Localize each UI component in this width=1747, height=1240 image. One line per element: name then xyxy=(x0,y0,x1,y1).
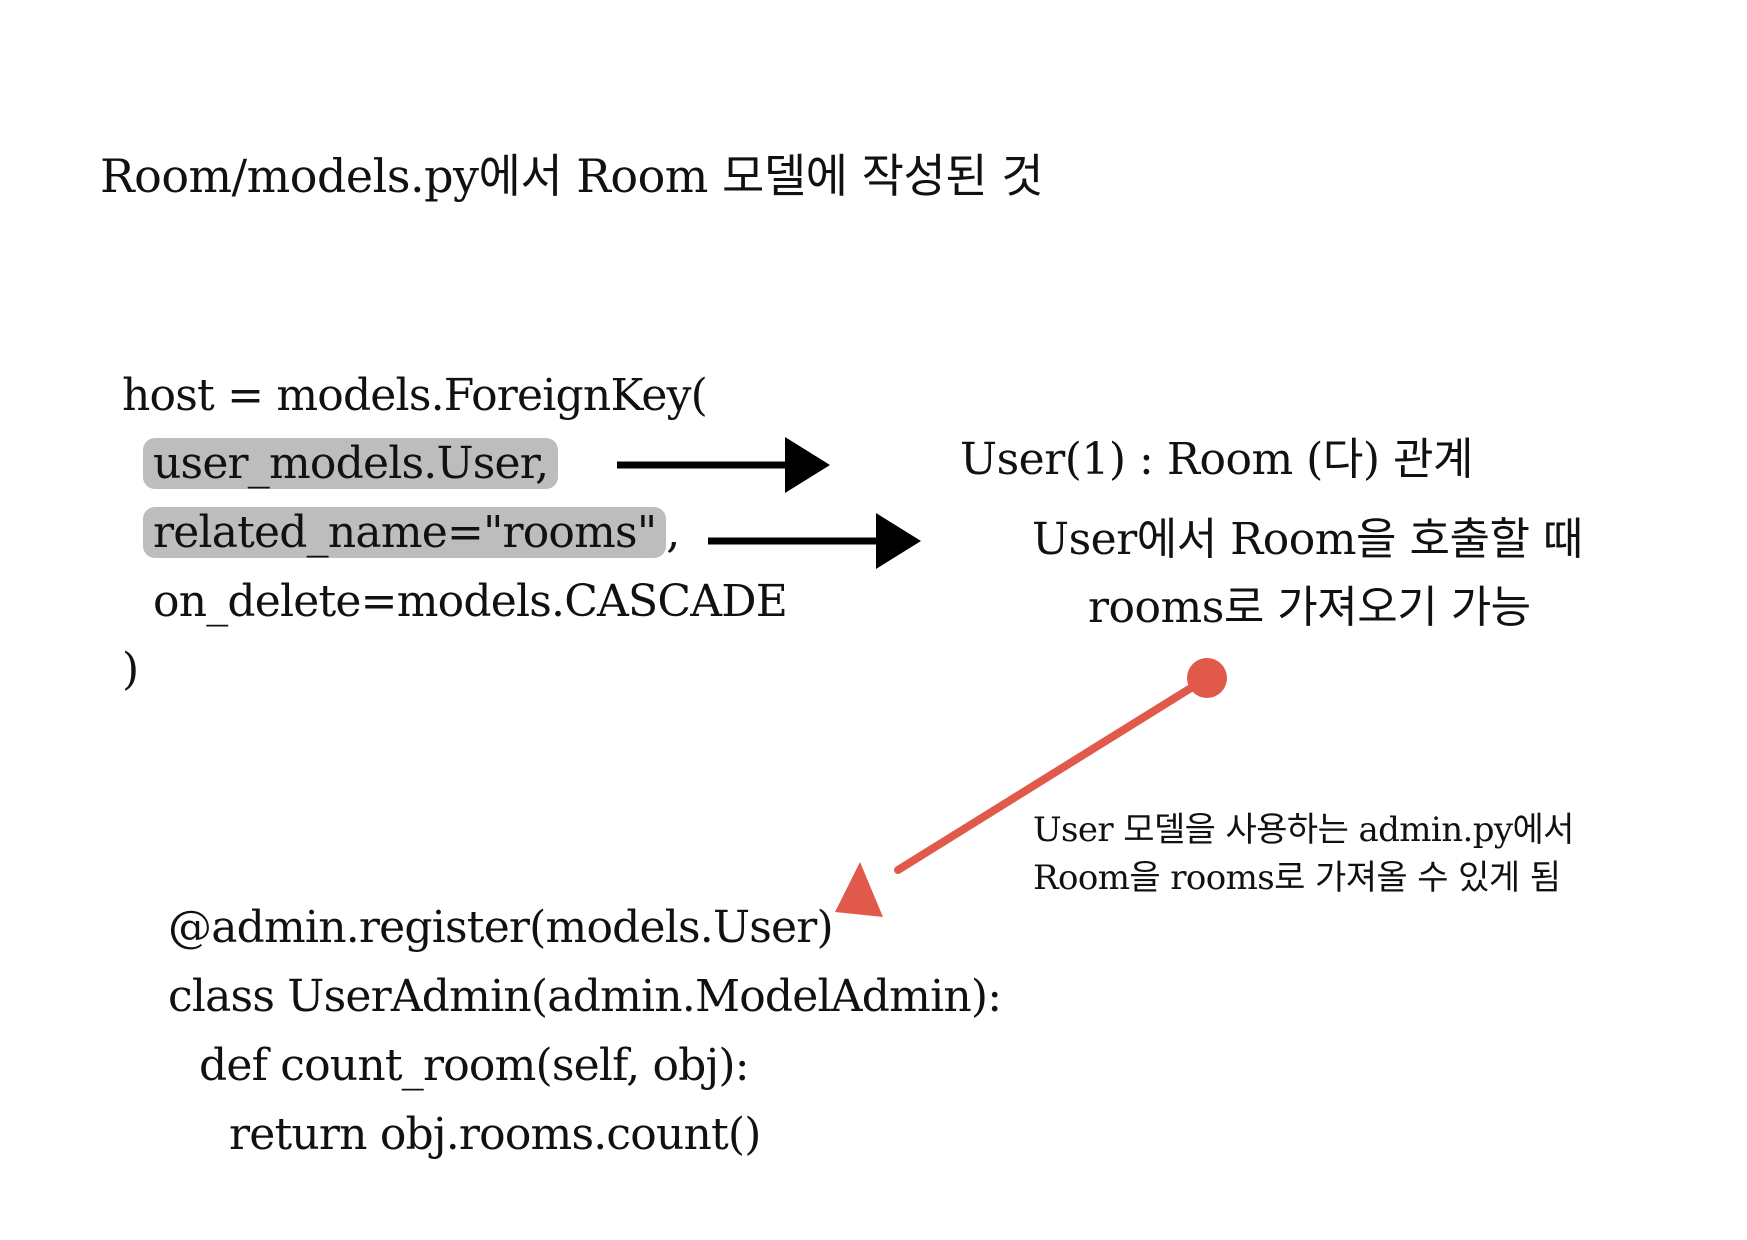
black-arrow-2 xyxy=(708,513,921,569)
admin-line-def: def count_room(self, obj): xyxy=(199,1040,750,1091)
code-line-on-delete: on_delete=models.CASCADE xyxy=(153,576,788,627)
relation-desc-line2: rooms로 가져오기 가능 xyxy=(1088,582,1531,633)
highlight-related-name: related_name="rooms" xyxy=(143,507,667,558)
code-line-user-model: user_models.User, xyxy=(143,434,559,494)
code-comma: , xyxy=(666,507,680,558)
note-line1: User 모델을 사용하는 admin.py에서 xyxy=(1033,810,1574,850)
relation-desc-line1: User에서 Room을 호출할 때 xyxy=(1032,514,1583,565)
code-line-close-paren: ) xyxy=(122,644,139,695)
relation-title: User(1) : Room (다) 관계 xyxy=(960,434,1473,485)
admin-line-decorator: @admin.register(models.User) xyxy=(168,902,834,953)
highlight-user-model: user_models.User, xyxy=(143,438,559,489)
note-line2: Room을 rooms로 가져올 수 있게 됨 xyxy=(1033,858,1561,898)
admin-line-return: return obj.rooms.count() xyxy=(229,1109,761,1160)
code-line-related-name: related_name="rooms", xyxy=(143,503,680,563)
admin-line-class: class UserAdmin(admin.ModelAdmin): xyxy=(168,971,1002,1022)
code-line-foreignkey: host = models.ForeignKey( xyxy=(122,370,708,421)
black-arrow-1 xyxy=(617,437,830,493)
page-title: Room/models.py에서 Room 모델에 작성된 것 xyxy=(100,149,1044,203)
